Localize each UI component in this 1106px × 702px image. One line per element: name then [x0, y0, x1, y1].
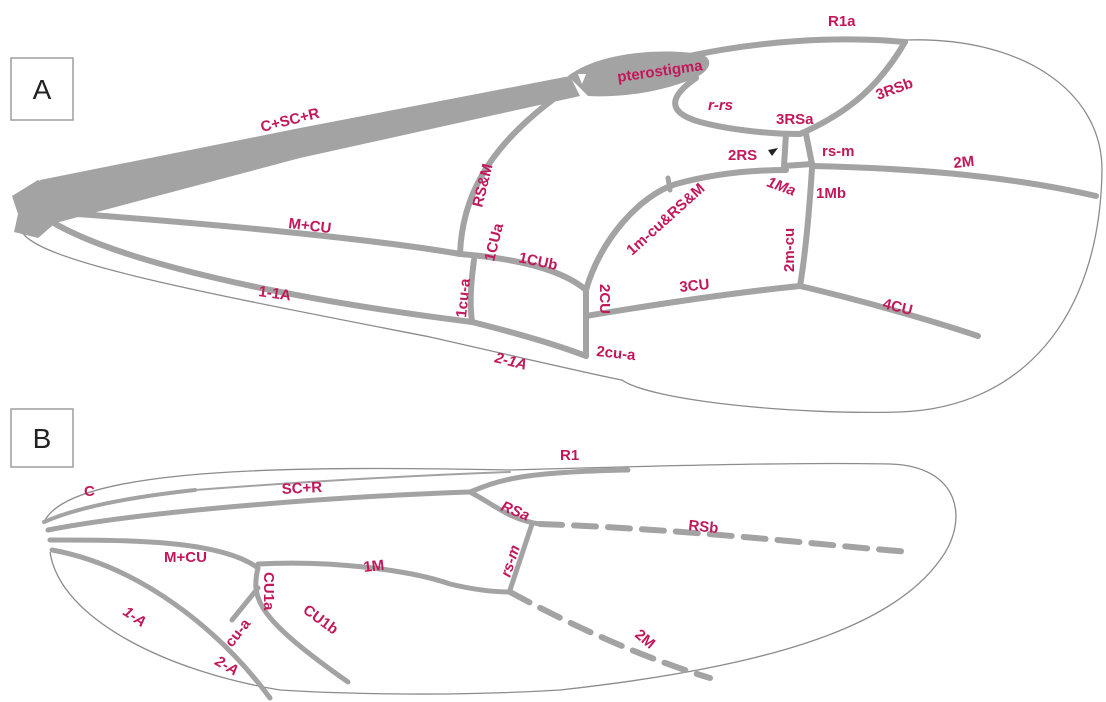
label-2cu: 2CU — [596, 284, 613, 314]
vein-3cu — [583, 283, 803, 319]
vein-r-rs — [672, 75, 803, 137]
label-2m: 2M — [953, 153, 976, 172]
wing-a-base — [12, 180, 52, 238]
vein-1m-cu-rs-m — [583, 167, 789, 293]
panel-b-letter: B — [33, 423, 52, 454]
vein-c-b — [42, 488, 197, 524]
vein-cu-a-b — [229, 585, 261, 623]
panel-a-letter: A — [33, 74, 52, 105]
label-rsb: RSb — [688, 517, 720, 537]
vein-3rsb — [797, 39, 908, 137]
vein-2m-b — [507, 589, 713, 681]
label-3cu: 3CU — [679, 276, 711, 296]
label-1m-cu-rs-m: 1m-cu&RS&M — [623, 180, 708, 259]
vein-r1-b — [467, 467, 631, 495]
label-m-cu-b: M+CU — [164, 549, 207, 566]
wing-b-outline — [43, 462, 957, 695]
costal-notch — [578, 74, 586, 84]
vein-1mb — [797, 165, 815, 289]
label-3rsa: 3RSa — [776, 111, 814, 128]
label-2m-cu: 2m-cu — [781, 228, 798, 272]
vein-1-1a — [49, 219, 475, 325]
vein-1m-b — [255, 560, 513, 595]
vein-cu1b — [253, 565, 351, 685]
label-sc-r: SC+R — [281, 479, 322, 498]
label-m-cu: M+CU — [288, 215, 333, 237]
wing-a-outline — [21, 39, 1103, 413]
vein-rs-and-m — [457, 95, 558, 257]
label-4cu: 4CU — [881, 295, 914, 319]
vein-2-1a — [469, 319, 589, 359]
label-1mb: 1Mb — [816, 185, 846, 202]
panel-a: A R1a pterostigma — [10, 13, 1103, 413]
label-rsa: RSa — [499, 498, 532, 525]
label-1cu-a: 1cu-a — [453, 277, 474, 318]
label-1m: 1M — [363, 557, 386, 576]
label-2-1a: 2-1A — [492, 349, 529, 374]
vein-r1a — [677, 36, 908, 61]
arrow-marker — [768, 148, 778, 156]
label-1-1a: 1-1A — [257, 283, 292, 304]
label-r1: R1 — [560, 447, 579, 464]
costal-vein-a — [40, 76, 580, 225]
pterostigma — [568, 51, 710, 97]
label-r-rs: r-rs — [708, 97, 733, 114]
vein-stub — [665, 175, 673, 193]
vein-sc-r — [45, 489, 473, 533]
vein-rsb — [537, 521, 913, 555]
label-cu1a: CU1a — [260, 572, 277, 611]
panel-b-box — [10, 408, 74, 468]
panel-b: B R1 C SC+R RSa RSb M+CU 1M rs-m 1-A cu-… — [10, 408, 957, 701]
label-c: C — [84, 483, 95, 500]
label-cu1b: CU1b — [300, 601, 342, 638]
panel-a-box — [10, 57, 74, 121]
label-rs-and-m: RS&M — [469, 162, 496, 209]
vein-2rs — [781, 131, 789, 169]
vein-m-cu-b — [47, 537, 261, 571]
label-rs-m: rs-m — [822, 143, 855, 160]
vein-4cu — [797, 283, 981, 339]
vein-2m — [809, 163, 1099, 199]
vein-m-cu — [47, 209, 463, 257]
vein-1a-b — [49, 547, 273, 701]
label-1cub: 1CUb — [517, 249, 559, 274]
vein-rs-m-b — [507, 521, 535, 593]
label-r1a: R1a — [828, 13, 856, 30]
vein-rs-m — [803, 131, 815, 167]
label-1ma: 1Ma — [765, 174, 798, 200]
label-2cu-a: 2cu-a — [596, 343, 637, 364]
label-1-a: 1-A — [120, 603, 150, 631]
label-2rs: 2RS — [728, 147, 757, 164]
vein-1cu-a — [467, 257, 477, 325]
vein-1cub — [457, 251, 589, 293]
vein-c-b-thin — [194, 471, 511, 491]
vein-1ma-cross — [781, 161, 815, 169]
